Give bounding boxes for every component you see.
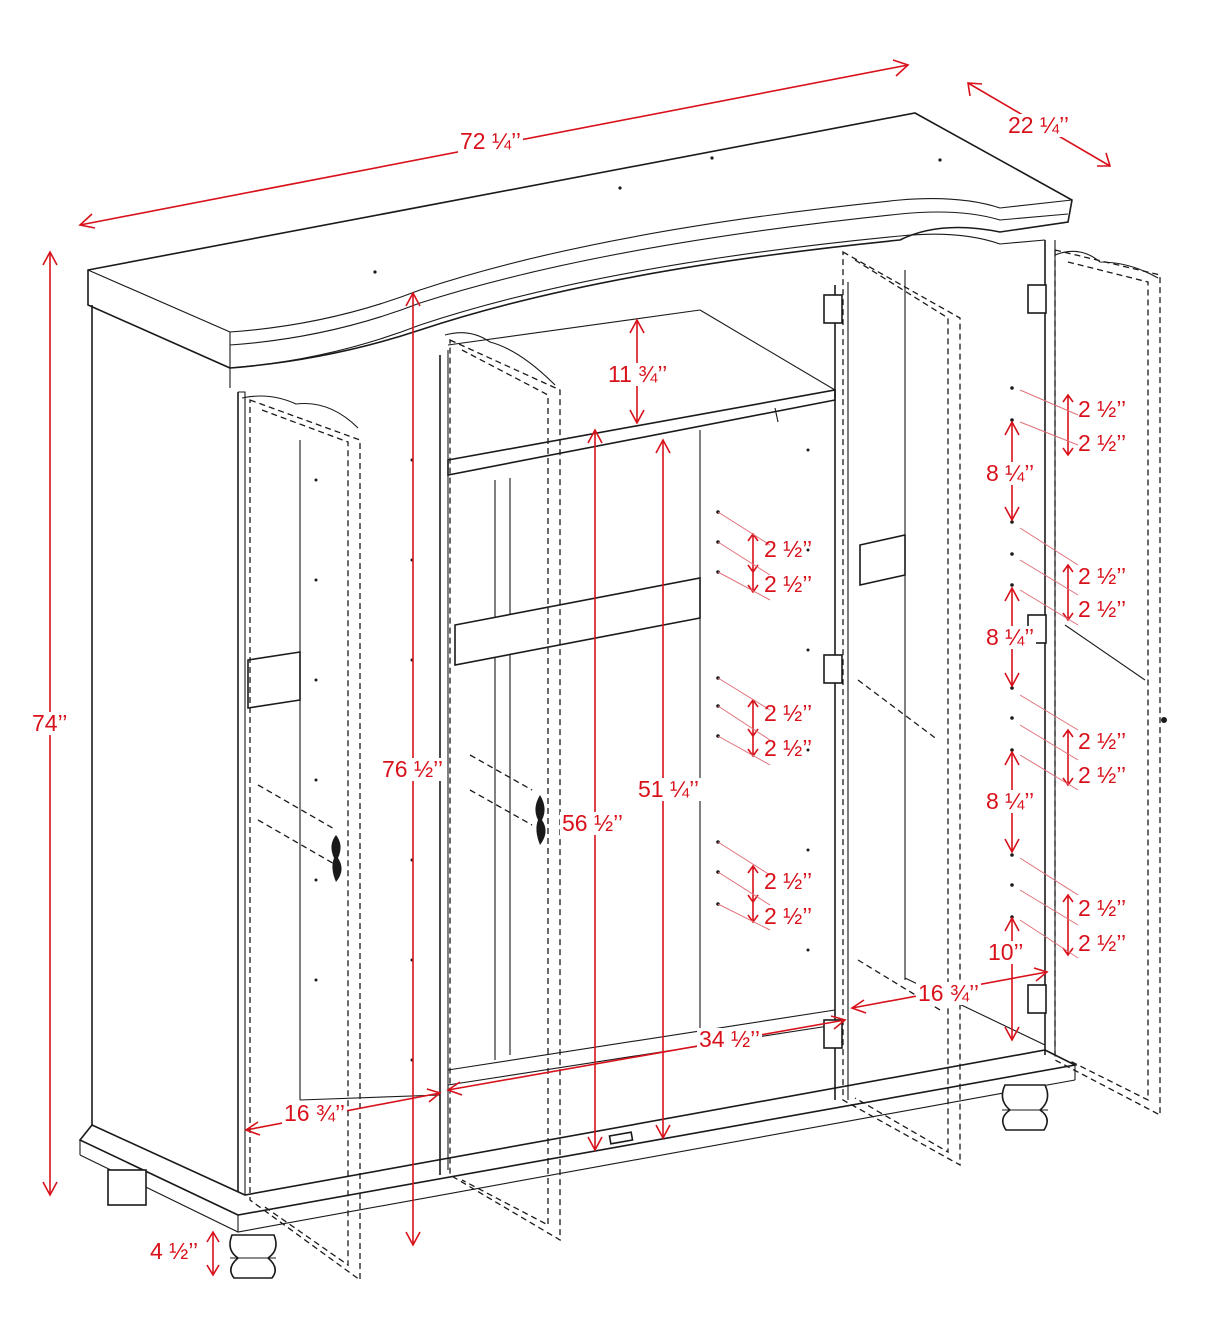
right-pin-spacing-label: 2 ½’’ [1078,563,1127,589]
right-center-door [842,250,961,1167]
right-pin-spacing-label: 2 ½’’ [1078,396,1127,422]
front-left-foot [229,1234,277,1279]
right-pin-spacing-label: 2 ½’’ [1078,596,1127,622]
top-shelf-clearance-label: 11 ¾’’ [606,361,670,387]
right-pin-spacing-label: 2 ½’’ [1078,895,1127,921]
hanging-height-shelf-label: 51 ¼’’ [636,776,701,802]
right-pin-spacing-label: 2 ½’’ [1078,430,1127,456]
center-pin-spacing-label: 2 ½’’ [764,903,813,929]
center-pin-spacing-label: 2 ½’’ [764,868,813,894]
right-shelf-gap-label: 8 ¼’’ [984,788,1037,814]
center-width-label: 34 ½’’ [697,1026,762,1052]
center-pin-spacing-label: 2 ½’’ [764,700,813,726]
right-pin-spacing-label: 2 ½’’ [1078,762,1127,788]
right-pin-spacing-label: 2 ½’’ [1078,728,1127,754]
center-pin-spacing-label: 2 ½’’ [764,735,813,761]
right-shelf-gap-label: 10’’ [986,939,1026,965]
base-plinth [78,1049,1078,1233]
depth-label: 22 ¼’’ [1006,112,1071,138]
right-door [1054,249,1167,1117]
right-pin-spacing-label: 2 ½’’ [1078,930,1127,956]
height-label: 74’’ [30,710,70,736]
center-right-partition [806,282,849,1100]
top-crown [87,112,1073,388]
center-shelf-pins [716,510,720,906]
foot-height-label: 4 ½’’ [148,1238,201,1264]
right-section-width-label: 16 ¾’’ [916,980,981,1006]
inner-total-height-label: 76 ½’’ [380,756,445,782]
center-bay [447,309,836,1145]
right-shelf-gap-label: 8 ¼’’ [984,624,1037,650]
center-pin-spacing-label: 2 ½’’ [764,571,813,597]
hanging-height-rod-label: 56 ½’’ [560,810,625,836]
width-label: 72 ¼’’ [458,128,523,154]
left-section-interior [238,391,441,1195]
center-door [444,332,561,1242]
front-right-foot [1001,1084,1049,1131]
left-door [241,395,361,1282]
left-section-width-label: 16 ¾’’ [282,1100,347,1126]
left-side-panel [91,305,239,1215]
right-shelf-gap-label: 8 ¼’’ [984,460,1037,486]
center-pin-spacing-label: 2 ½’’ [764,536,813,562]
